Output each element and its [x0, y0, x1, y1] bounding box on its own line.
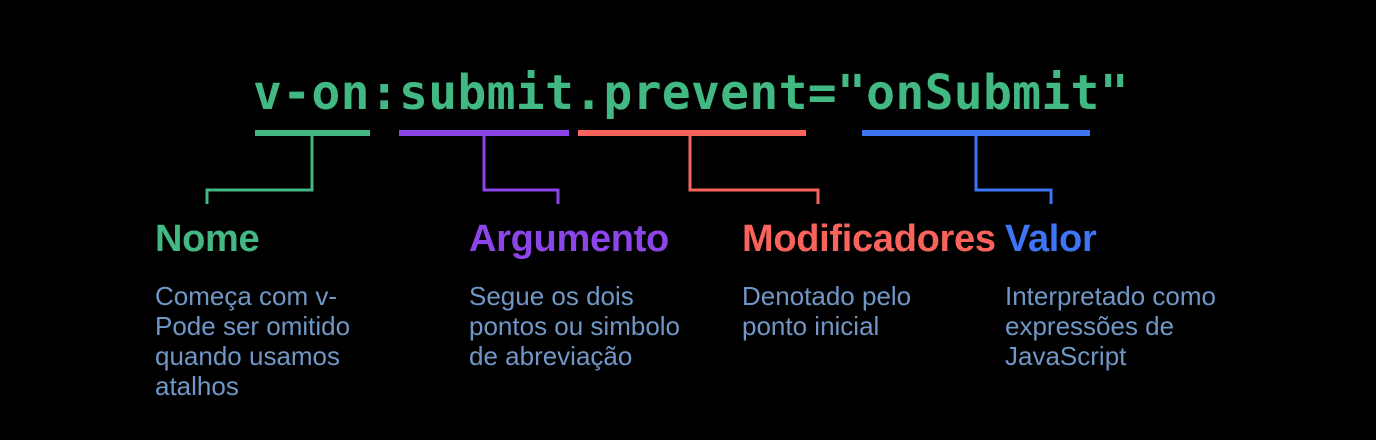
value-underline	[862, 130, 1090, 136]
argument-label: Argumento	[469, 218, 669, 260]
value-connector	[974, 136, 1053, 204]
name-description: Começa com v- Pode ser omitido quando us…	[155, 281, 351, 401]
name-label: Nome	[155, 218, 260, 260]
name-connector	[205, 136, 314, 204]
code-snippet: v-on:submit.prevent="onSubmit"	[253, 65, 1129, 121]
name-underline	[255, 130, 370, 136]
modifiers-label: Modificadores	[742, 218, 996, 260]
argument-underline	[399, 130, 569, 136]
argument-description: Segue os dois pontos ou simbolo de abrev…	[469, 281, 681, 371]
modifiers-connector	[688, 136, 820, 204]
value-description: Interpretado como expressões de JavaScri…	[1005, 281, 1217, 371]
modifiers-underline	[578, 130, 806, 136]
modifiers-description: Denotado pelo ponto inicial	[742, 281, 912, 341]
value-label: Valor	[1005, 218, 1097, 260]
argument-connector	[482, 136, 560, 204]
